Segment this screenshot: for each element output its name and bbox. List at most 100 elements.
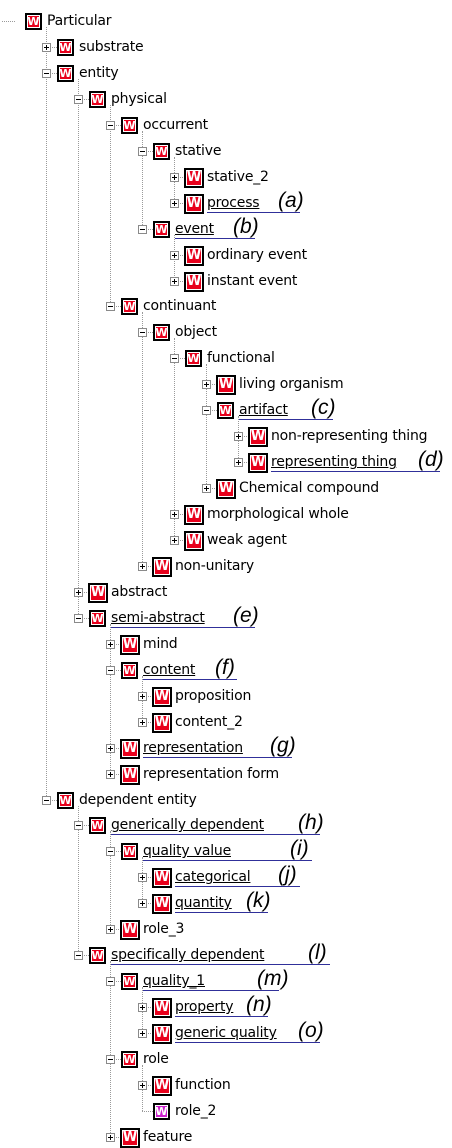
node-label-substrate[interactable]: substrate: [79, 38, 144, 55]
expand-toggle-content-2[interactable]: [138, 717, 147, 727]
expand-toggle-generic-quality[interactable]: [138, 1029, 147, 1039]
expand-toggle-substrate[interactable]: [42, 42, 51, 52]
expand-toggle-property[interactable]: [138, 1003, 147, 1013]
expand-toggle-ordinary-event[interactable]: [170, 250, 179, 260]
class-w-icon[interactable]: W: [152, 868, 172, 889]
node-label-non-representing-thing[interactable]: non-representing thing: [271, 428, 428, 445]
collapse-toggle-physical[interactable]: [74, 94, 83, 104]
node-label-generically-dependent[interactable]: generically dependent: [111, 817, 264, 834]
node-label-chemical-compound[interactable]: Chemical compound: [239, 480, 379, 497]
class-w-icon[interactable]: W: [152, 894, 172, 915]
collapse-toggle-quality-1[interactable]: [106, 977, 115, 987]
collapse-toggle-generically-dependent[interactable]: [74, 821, 83, 831]
class-w-icon[interactable]: W: [184, 531, 204, 551]
class-w-icon[interactable]: W: [121, 843, 138, 861]
node-label-event[interactable]: event: [175, 220, 214, 237]
collapse-toggle-semi-abstract[interactable]: [74, 613, 83, 623]
expand-toggle-process[interactable]: [170, 198, 179, 208]
expand-toggle-representation[interactable]: [106, 743, 115, 753]
expand-toggle-representation-form[interactable]: [106, 769, 115, 779]
node-label-role[interactable]: role: [143, 1051, 169, 1067]
expand-toggle-representing-thing[interactable]: [234, 458, 243, 468]
class-w-icon[interactable]: W: [184, 193, 204, 214]
node-label-ordinary-event[interactable]: ordinary event: [207, 246, 307, 263]
node-label-entity[interactable]: entity: [79, 64, 119, 81]
node-label-object[interactable]: object: [175, 324, 217, 341]
class-w-icon[interactable]: W: [152, 556, 172, 577]
class-w-icon[interactable]: W: [184, 271, 204, 292]
node-label-occurrent[interactable]: occurrent: [143, 116, 208, 133]
class-w-icon[interactable]: W: [184, 505, 204, 526]
collapse-toggle-event[interactable]: [138, 224, 147, 234]
expand-toggle-weak-agent[interactable]: [170, 536, 179, 545]
collapse-toggle-quality-value[interactable]: [106, 847, 115, 857]
node-label-particular[interactable]: Particular: [47, 13, 112, 29]
node-label-function[interactable]: function: [175, 1076, 231, 1093]
expand-toggle-living-organism[interactable]: [202, 380, 211, 390]
class-w-icon[interactable]: W: [89, 947, 106, 965]
expand-toggle-stative-2[interactable]: [170, 172, 179, 182]
class-w-icon[interactable]: W: [153, 324, 170, 342]
node-label-living-organism[interactable]: living organism: [239, 376, 344, 393]
class-w-icon[interactable]: W: [121, 661, 138, 679]
node-label-generic-quality[interactable]: generic quality: [175, 1025, 277, 1042]
node-label-stative[interactable]: stative: [175, 142, 222, 159]
class-w-icon[interactable]: W: [216, 375, 236, 396]
expand-toggle-abstract[interactable]: [74, 587, 83, 597]
node-label-content-2[interactable]: content_2: [175, 713, 243, 730]
class-w-icon[interactable]: W: [89, 609, 106, 627]
node-label-mind[interactable]: mind: [143, 635, 178, 652]
node-label-weak-agent[interactable]: weak agent: [207, 532, 287, 548]
class-w-icon[interactable]: W: [185, 350, 202, 368]
collapse-toggle-occurrent[interactable]: [106, 120, 115, 130]
expand-toggle-proposition[interactable]: [138, 691, 147, 701]
expand-toggle-role-3[interactable]: [106, 925, 115, 935]
class-w-icon[interactable]: W: [184, 167, 204, 188]
node-label-content[interactable]: content: [143, 661, 196, 678]
node-label-role-3[interactable]: role_3: [143, 921, 185, 938]
class-w-icon[interactable]: W: [216, 479, 236, 500]
node-label-non-unitary[interactable]: non-unitary: [175, 557, 254, 574]
class-w-icon[interactable]: W: [89, 817, 106, 835]
class-w-icon[interactable]: W: [120, 920, 140, 941]
node-label-abstract[interactable]: abstract: [111, 583, 168, 600]
node-label-instant-event[interactable]: instant event: [207, 272, 298, 289]
node-label-property[interactable]: property: [175, 999, 234, 1016]
class-w-icon[interactable]: W: [120, 634, 140, 655]
expand-toggle-non-unitary[interactable]: [138, 561, 147, 571]
class-w-icon[interactable]: W: [184, 245, 204, 266]
node-label-role-2[interactable]: role_2: [175, 1102, 217, 1119]
class-w-icon[interactable]: W: [57, 64, 74, 82]
collapse-toggle-artifact[interactable]: [202, 406, 211, 416]
node-label-specifically-dependent[interactable]: specifically dependent: [111, 947, 265, 964]
class-w-icon[interactable]: W: [153, 142, 170, 160]
expand-toggle-feature[interactable]: [106, 1132, 115, 1142]
class-w-icon[interactable]: W: [121, 1051, 138, 1068]
node-label-continuant[interactable]: continuant: [143, 298, 217, 315]
class-w-icon[interactable]: W: [121, 298, 138, 316]
expand-toggle-chemical-compound[interactable]: [202, 484, 211, 494]
node-label-representing-thing[interactable]: representing thing: [271, 454, 397, 471]
class-w-icon[interactable]: W: [153, 1102, 170, 1120]
collapse-toggle-functional[interactable]: [170, 354, 179, 364]
class-w-icon[interactable]: W: [120, 738, 140, 759]
node-label-representation[interactable]: representation: [143, 739, 243, 756]
node-label-functional[interactable]: functional: [207, 350, 275, 367]
node-label-stative-2[interactable]: stative_2: [207, 168, 269, 185]
expand-toggle-morphological-whole[interactable]: [170, 510, 179, 520]
class-w-icon[interactable]: W: [152, 686, 172, 707]
collapse-toggle-specifically-dependent[interactable]: [74, 951, 83, 961]
collapse-toggle-object[interactable]: [138, 328, 147, 338]
node-label-semi-abstract[interactable]: semi-abstract: [111, 609, 205, 626]
class-w-icon[interactable]: W: [152, 712, 172, 733]
class-w-icon[interactable]: W: [57, 38, 74, 56]
class-w-icon[interactable]: W: [120, 764, 140, 785]
collapse-toggle-role[interactable]: [106, 1055, 115, 1064]
class-w-icon[interactable]: W: [152, 998, 172, 1019]
class-w-icon[interactable]: W: [89, 90, 106, 108]
class-w-icon[interactable]: W: [153, 220, 170, 238]
node-label-physical[interactable]: physical: [111, 90, 167, 107]
expand-toggle-instant-event[interactable]: [170, 276, 179, 286]
class-w-icon[interactable]: W: [152, 1075, 172, 1096]
class-w-icon[interactable]: W: [152, 1024, 172, 1045]
